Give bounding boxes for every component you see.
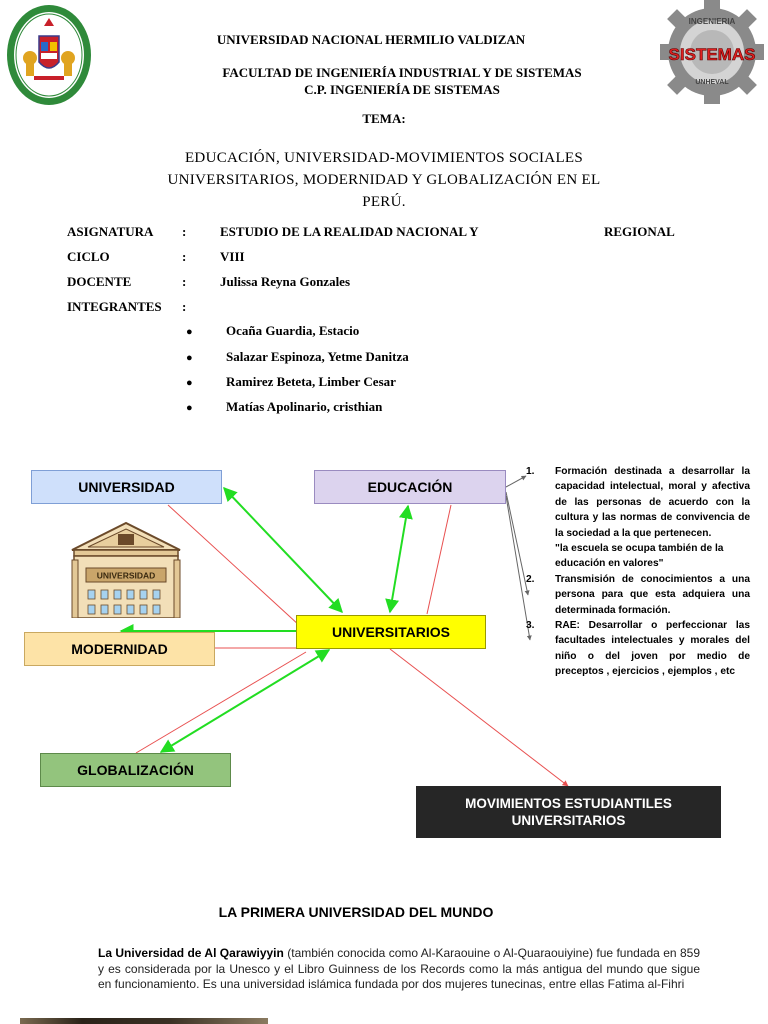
educacion-node: EDUCACIÓN	[314, 470, 506, 504]
modernidad-node: MODERNIDAD	[24, 632, 215, 666]
globalizacion-node: GLOBALIZACIÓN	[40, 753, 231, 787]
definition-text: RAE: Desarrollar o perfeccionar las facu…	[555, 618, 750, 680]
universitarios-node: UNIVERSITARIOS	[296, 615, 486, 649]
history-paragraph: La Universidad de Al Qarawiyyin (también…	[98, 946, 700, 993]
section-heading: LA PRIMERA UNIVERSIDAD DEL MUNDO	[0, 904, 712, 920]
universidad-node: UNIVERSIDAD	[31, 470, 222, 504]
definition-text-group: Formación destinada a desarrollar la cap…	[555, 464, 750, 572]
paragraph-bold-lead: La Universidad de Al Qarawiyyin	[98, 946, 284, 960]
movimientos-line-2: UNIVERSITARIOS	[512, 812, 626, 829]
definition-number: 3.	[526, 618, 555, 680]
education-definitions: 1. Formación destinada a desarrollar la …	[526, 464, 750, 680]
definition-item: 3. RAE: Desarrollar o perfeccionar las f…	[526, 618, 750, 680]
definition-item: 1. Formación destinada a desarrollar la …	[526, 464, 750, 572]
definition-number: 1.	[526, 464, 555, 572]
definition-number: 2.	[526, 572, 555, 618]
definition-quote: "la escuela se ocupa también de la educa…	[555, 541, 750, 572]
bottom-photo-strip	[20, 1018, 268, 1024]
definition-text: Transmisión de conocimientos a una perso…	[555, 572, 750, 618]
university-building-illustration: UNIVERSIDAD	[68, 520, 184, 618]
movimientos-line-1: MOVIMIENTOS ESTUDIANTILES	[465, 795, 672, 812]
movimientos-node: MOVIMIENTOS ESTUDIANTILES UNIVERSITARIOS	[416, 786, 721, 838]
definition-item: 2. Transmisión de conocimientos a una pe…	[526, 572, 750, 618]
definition-text: Formación destinada a desarrollar la cap…	[555, 466, 750, 539]
building-sign-text: UNIVERSIDAD	[97, 571, 156, 581]
